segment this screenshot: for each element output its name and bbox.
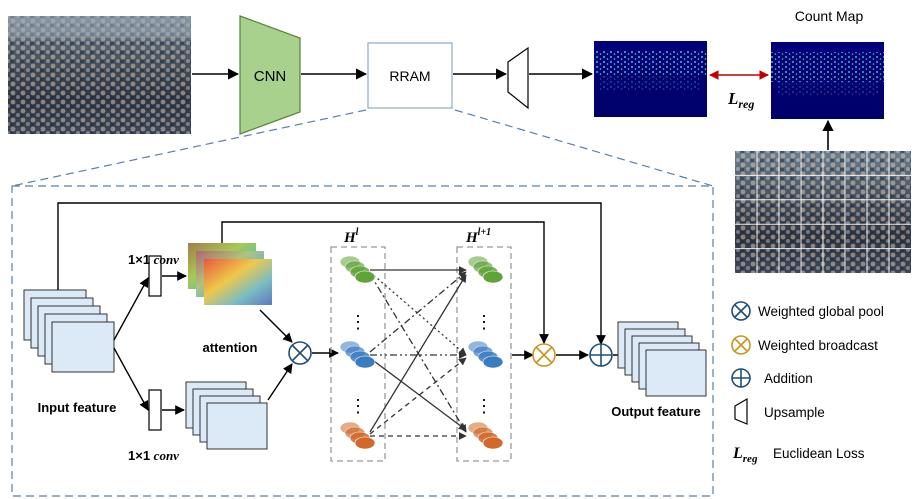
attention-label: attention: [203, 340, 258, 355]
node-cluster-left-blue: [339, 340, 376, 369]
conv-top-label: 1×1 conv: [128, 252, 179, 267]
input-crowd-image: [8, 16, 191, 134]
zoom-connector-left: [11, 109, 367, 187]
arrow-features-to-pool: [267, 363, 293, 401]
zoom-connector-right: [454, 109, 714, 187]
legend: Weighted global pool Weighted broadcast …: [731, 301, 884, 465]
node-cluster-left-orange: [339, 421, 376, 450]
output-feature-label: Output feature: [611, 404, 701, 419]
rram-detail-box: [11, 185, 714, 497]
conv-feature-stack: [185, 381, 268, 450]
node-cluster-right-blue: [467, 340, 504, 369]
node-cluster-right-green: [467, 255, 504, 284]
skip-connection-line: [57, 202, 606, 345]
predicted-density-map: [594, 41, 707, 117]
legend-label-loss: Euclidean Loss: [773, 446, 865, 461]
upsample-block: [507, 46, 529, 110]
graph-right-ellipsis-1: ⋮: [475, 312, 493, 332]
node-cluster-left-green: [339, 255, 376, 284]
graph-left-label: Hl: [343, 227, 359, 246]
legend-label-upsample: Upsample: [764, 405, 825, 420]
arrow-input-to-conv-bottom: [113, 347, 149, 411]
input-feature-stack: [23, 289, 115, 373]
ground-truth-count-map: [771, 42, 884, 119]
attention-maps: [188, 243, 272, 305]
legend-label-pool: Weighted global pool: [758, 304, 884, 319]
rram-label: RRAM: [389, 68, 430, 84]
rram-block: RRAM: [367, 42, 453, 109]
graph-left-ellipsis-2: ⋮: [349, 396, 367, 416]
graph-left-box: [330, 246, 386, 462]
conv-bottom-block: [148, 389, 162, 431]
loss-label: Lreg: [727, 89, 754, 111]
graph-edges: [369, 266, 467, 440]
conv-top-block: [148, 255, 162, 297]
count-map-title: Count Map: [795, 8, 864, 24]
arrow-input-to-conv-top: [113, 277, 149, 341]
weighted-global-pool-op: [288, 341, 312, 365]
output-feature-stack: [617, 321, 707, 397]
addition-op: [589, 343, 613, 367]
cnn-block: CNN: [239, 15, 301, 135]
graph-left-ellipsis-1: ⋮: [349, 312, 367, 332]
graph-nodes: [339, 255, 504, 450]
upsample-icon: [734, 397, 748, 425]
conv-bottom-label: 1×1 conv: [128, 448, 179, 463]
input-feature-label: Input feature: [38, 400, 117, 415]
graph-right-ellipsis-2: ⋮: [475, 396, 493, 416]
node-cluster-right-orange: [467, 421, 504, 450]
arrow-attention-to-pool: [259, 309, 293, 343]
graph-right-box: [456, 246, 512, 462]
gridded-crowd-image: [735, 151, 911, 273]
legend-label-broadcast: Weighted broadcast: [758, 338, 878, 353]
weighted-broadcast-icon: [731, 335, 751, 355]
euclidean-loss-icon: Lreg: [732, 445, 758, 465]
weighted-broadcast-op: [532, 343, 556, 367]
weighted-global-pool-icon: [731, 301, 751, 321]
cnn-label: CNN: [254, 68, 287, 85]
legend-label-addition: Addition: [764, 371, 813, 386]
attention-skip-line: [221, 221, 549, 344]
graph-right-label: Hl+1: [465, 227, 491, 246]
addition-icon: [731, 368, 751, 388]
